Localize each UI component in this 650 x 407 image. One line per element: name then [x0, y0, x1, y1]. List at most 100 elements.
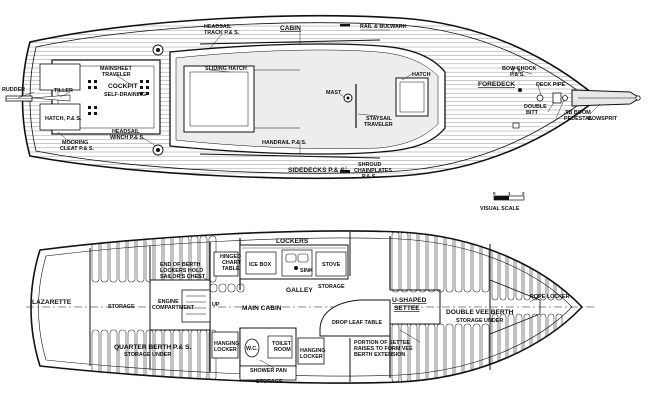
svg-text:PEDESTAL: PEDESTAL	[564, 116, 593, 122]
label-storage-top: STORAGE	[318, 284, 345, 290]
label-rudder: RUDDER	[2, 87, 25, 93]
berth-cushion	[499, 239, 507, 301]
svg-text:TRAVELER: TRAVELER	[102, 72, 131, 78]
label-bow-chock-ps: P.& S.	[510, 72, 525, 78]
hanging-locker-right	[297, 337, 325, 365]
hinged-chart-table	[213, 251, 239, 277]
label-storage-aft: STORAGE	[108, 304, 135, 310]
scale-tick-1: 1	[508, 191, 511, 196]
label-double: DOUBLE	[524, 104, 547, 110]
label-hanging-left: HANGING	[214, 341, 239, 347]
label-headsail-track-ps: TRACK P.& S.	[204, 30, 240, 36]
svg-text:LOCKERS HOLD: LOCKERS HOLD	[160, 268, 203, 274]
svg-text:P.& S.: P.& S.	[510, 72, 525, 78]
label-portion-of-settee: PORTION OF SETTEE	[354, 340, 410, 346]
label-shower-pan: SHOWER PAN	[250, 368, 287, 374]
berth-cushion	[218, 283, 227, 293]
label-staysail: STAYSAIL	[366, 116, 392, 122]
svg-text:BERTH EXTENSION: BERTH EXTENSION	[354, 352, 405, 358]
berth-cushion	[555, 313, 563, 377]
label-rope-locker: ROPE LOCKER	[530, 294, 570, 300]
svg-text:BOW CHOCK: BOW CHOCK	[502, 66, 537, 72]
berth-cushion	[445, 231, 454, 293]
svg-text:MAINSHEET: MAINSHEET	[100, 66, 132, 72]
berth-cushion	[227, 283, 236, 293]
label-hatch: HATCH	[412, 72, 431, 78]
berth-cushion	[427, 231, 436, 293]
svg-text:RAISES TO FORM VEE: RAISES TO FORM VEE	[354, 346, 413, 352]
label-drop-leaf-table: DROP LEAF TABLE	[332, 320, 383, 326]
label-end-of-berth: END OF BERTH	[160, 262, 201, 268]
drop-leaf-table	[319, 299, 391, 337]
handrail-starboard	[199, 39, 381, 45]
berth-cushion	[555, 239, 563, 301]
berth-cushion	[539, 313, 547, 377]
label-quarter-berth: QUARTER BERTH P.& S.	[114, 344, 191, 351]
label-lazarette: LAZARETTE	[32, 299, 72, 306]
label-sliding-hatch: SLIDING HATCH	[205, 66, 247, 72]
svg-text:LOCKER: LOCKER	[214, 347, 237, 353]
svg-text:BITT: BITT	[526, 110, 539, 116]
label-deck-pipe: DECK PIPE	[536, 82, 565, 88]
svg-text:SETTEE: SETTEE	[394, 305, 420, 312]
svg-text:LOCKER: LOCKER	[300, 354, 323, 360]
svg-text:MOORING: MOORING	[62, 140, 88, 146]
label-locker-right: LOCKER	[300, 354, 323, 360]
label-headsail-track: HEADSAIL	[204, 24, 232, 30]
svg-text:CHART: CHART	[222, 260, 242, 266]
svg-text:CHAINPLATES: CHAINPLATES	[354, 168, 392, 174]
label-settee: SETTEE	[394, 305, 420, 312]
berth-cushion	[409, 231, 418, 293]
label-storage-under-aft: STORAGE UNDER	[124, 352, 171, 358]
berth-cushion	[463, 323, 472, 383]
label-double-vee-berth: DOUBLE VEE BERTH	[446, 309, 514, 316]
svg-text:U-SHAPED: U-SHAPED	[392, 297, 427, 304]
label-chart: CHART	[222, 260, 242, 266]
svg-text:HEADSAIL: HEADSAIL	[204, 24, 232, 30]
scale-tick-0: 0	[493, 191, 496, 196]
label-mooring: MOORING	[62, 140, 88, 146]
svg-text:END OF BERTH: END OF BERTH	[160, 262, 201, 268]
label-jib-boom: JIB BOOM	[564, 110, 591, 116]
svg-text:HANGING: HANGING	[300, 348, 325, 354]
label-hinged: HINGED	[220, 254, 241, 260]
berth-cushion	[507, 239, 515, 301]
berth-cushion	[127, 235, 136, 283]
svg-text:P.& S.: P.& S.	[362, 174, 377, 180]
svg-text:COMPARTMENT: COMPARTMENT	[152, 305, 195, 311]
cabin-labels: LOCKERS ICE BOX SINK STOVE GALLEY STORAG…	[32, 238, 570, 385]
foredeck-fittings	[512, 67, 568, 129]
label-room: ROOM	[274, 347, 291, 353]
hull-inner-line	[38, 237, 573, 377]
label-bow-chock: BOW CHOCK	[502, 66, 537, 72]
berth-cushion	[472, 231, 481, 293]
svg-text:JIB BOOM: JIB BOOM	[564, 110, 591, 116]
berth-cushion	[445, 323, 454, 383]
berth-cushion	[118, 235, 127, 283]
label-lockers: LOCKERS	[276, 238, 309, 245]
berth-cushion	[136, 235, 145, 283]
berth-cushion	[472, 323, 481, 383]
label-storage-bottom: STORAGE	[256, 379, 283, 385]
svg-text:ENGINE: ENGINE	[158, 299, 179, 305]
accommodation-plan: LOCKERS ICE BOX SINK STOVE GALLEY STORAG…	[26, 230, 596, 385]
engine-compartment	[149, 279, 211, 331]
berth-cushion	[547, 239, 555, 301]
headsail-winch-starboard	[152, 44, 164, 56]
label-raises-to-form-vee: RAISES TO FORM VEE	[354, 346, 413, 352]
berth-cushion	[481, 231, 490, 293]
berth-cushion	[547, 313, 555, 377]
scale-tick-2: 2	[522, 191, 525, 196]
label-headsail-winch-ps: WINCH P.& S.	[110, 135, 145, 141]
berth-cushion	[523, 313, 531, 377]
svg-text:SHROUD: SHROUD	[358, 162, 381, 168]
galley-counter	[239, 244, 349, 280]
svg-text:HINGED: HINGED	[220, 254, 241, 260]
label-sailors-chest: SAILOR'S CHEST	[160, 274, 206, 280]
svg-text:HEADSAIL: HEADSAIL	[112, 129, 140, 135]
deck-hull-outline	[21, 15, 600, 180]
berth-cushion	[539, 239, 547, 301]
label-foredeck: FOREDECK	[478, 81, 515, 88]
label-mainsheet: MAINSHEET	[100, 66, 132, 72]
